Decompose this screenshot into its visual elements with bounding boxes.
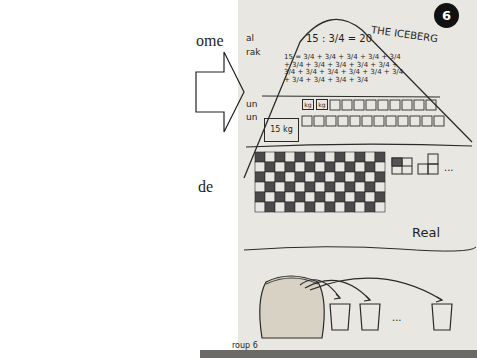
water-line [246, 144, 472, 147]
checker-grid [255, 152, 385, 212]
node-text: 15 kg [270, 126, 292, 134]
iceberg-outline [244, 19, 472, 178]
ellipsis: ... [392, 312, 402, 323]
node-text: kg [304, 102, 311, 108]
node-text: 6 [442, 9, 451, 22]
sack-drawing [260, 276, 452, 338]
portion-box: kg [302, 99, 314, 110]
table-edge [200, 350, 477, 358]
layer-name: al [246, 34, 254, 44]
cut-text: de [198, 178, 213, 196]
layer-name: un [246, 100, 257, 110]
layer-name: rak [246, 48, 260, 58]
ellipsis: ... [444, 162, 454, 173]
fraction-sum: 15 = 3/4 + 3/4 + 3/4 + 3/4 + 3/4 + 3/4 +… [284, 54, 404, 85]
group-label: roup 6 [232, 342, 258, 351]
node-text: kg [318, 102, 325, 108]
cut-text: ome [196, 32, 224, 50]
layer-line [262, 96, 440, 97]
poster-paper [238, 0, 477, 350]
portion-box: kg [316, 99, 328, 110]
small-shapes [392, 154, 438, 174]
layer-line [244, 247, 476, 251]
division-equation: 15 : 3/4 = 20 [306, 33, 372, 44]
outline-arrow [196, 52, 244, 132]
group-number-circle: 6 [434, 3, 459, 28]
layer-name: Real [412, 226, 440, 240]
layer-name: un [246, 113, 257, 123]
weight-box: 15 kg [264, 118, 299, 142]
empty-squares [302, 100, 444, 126]
